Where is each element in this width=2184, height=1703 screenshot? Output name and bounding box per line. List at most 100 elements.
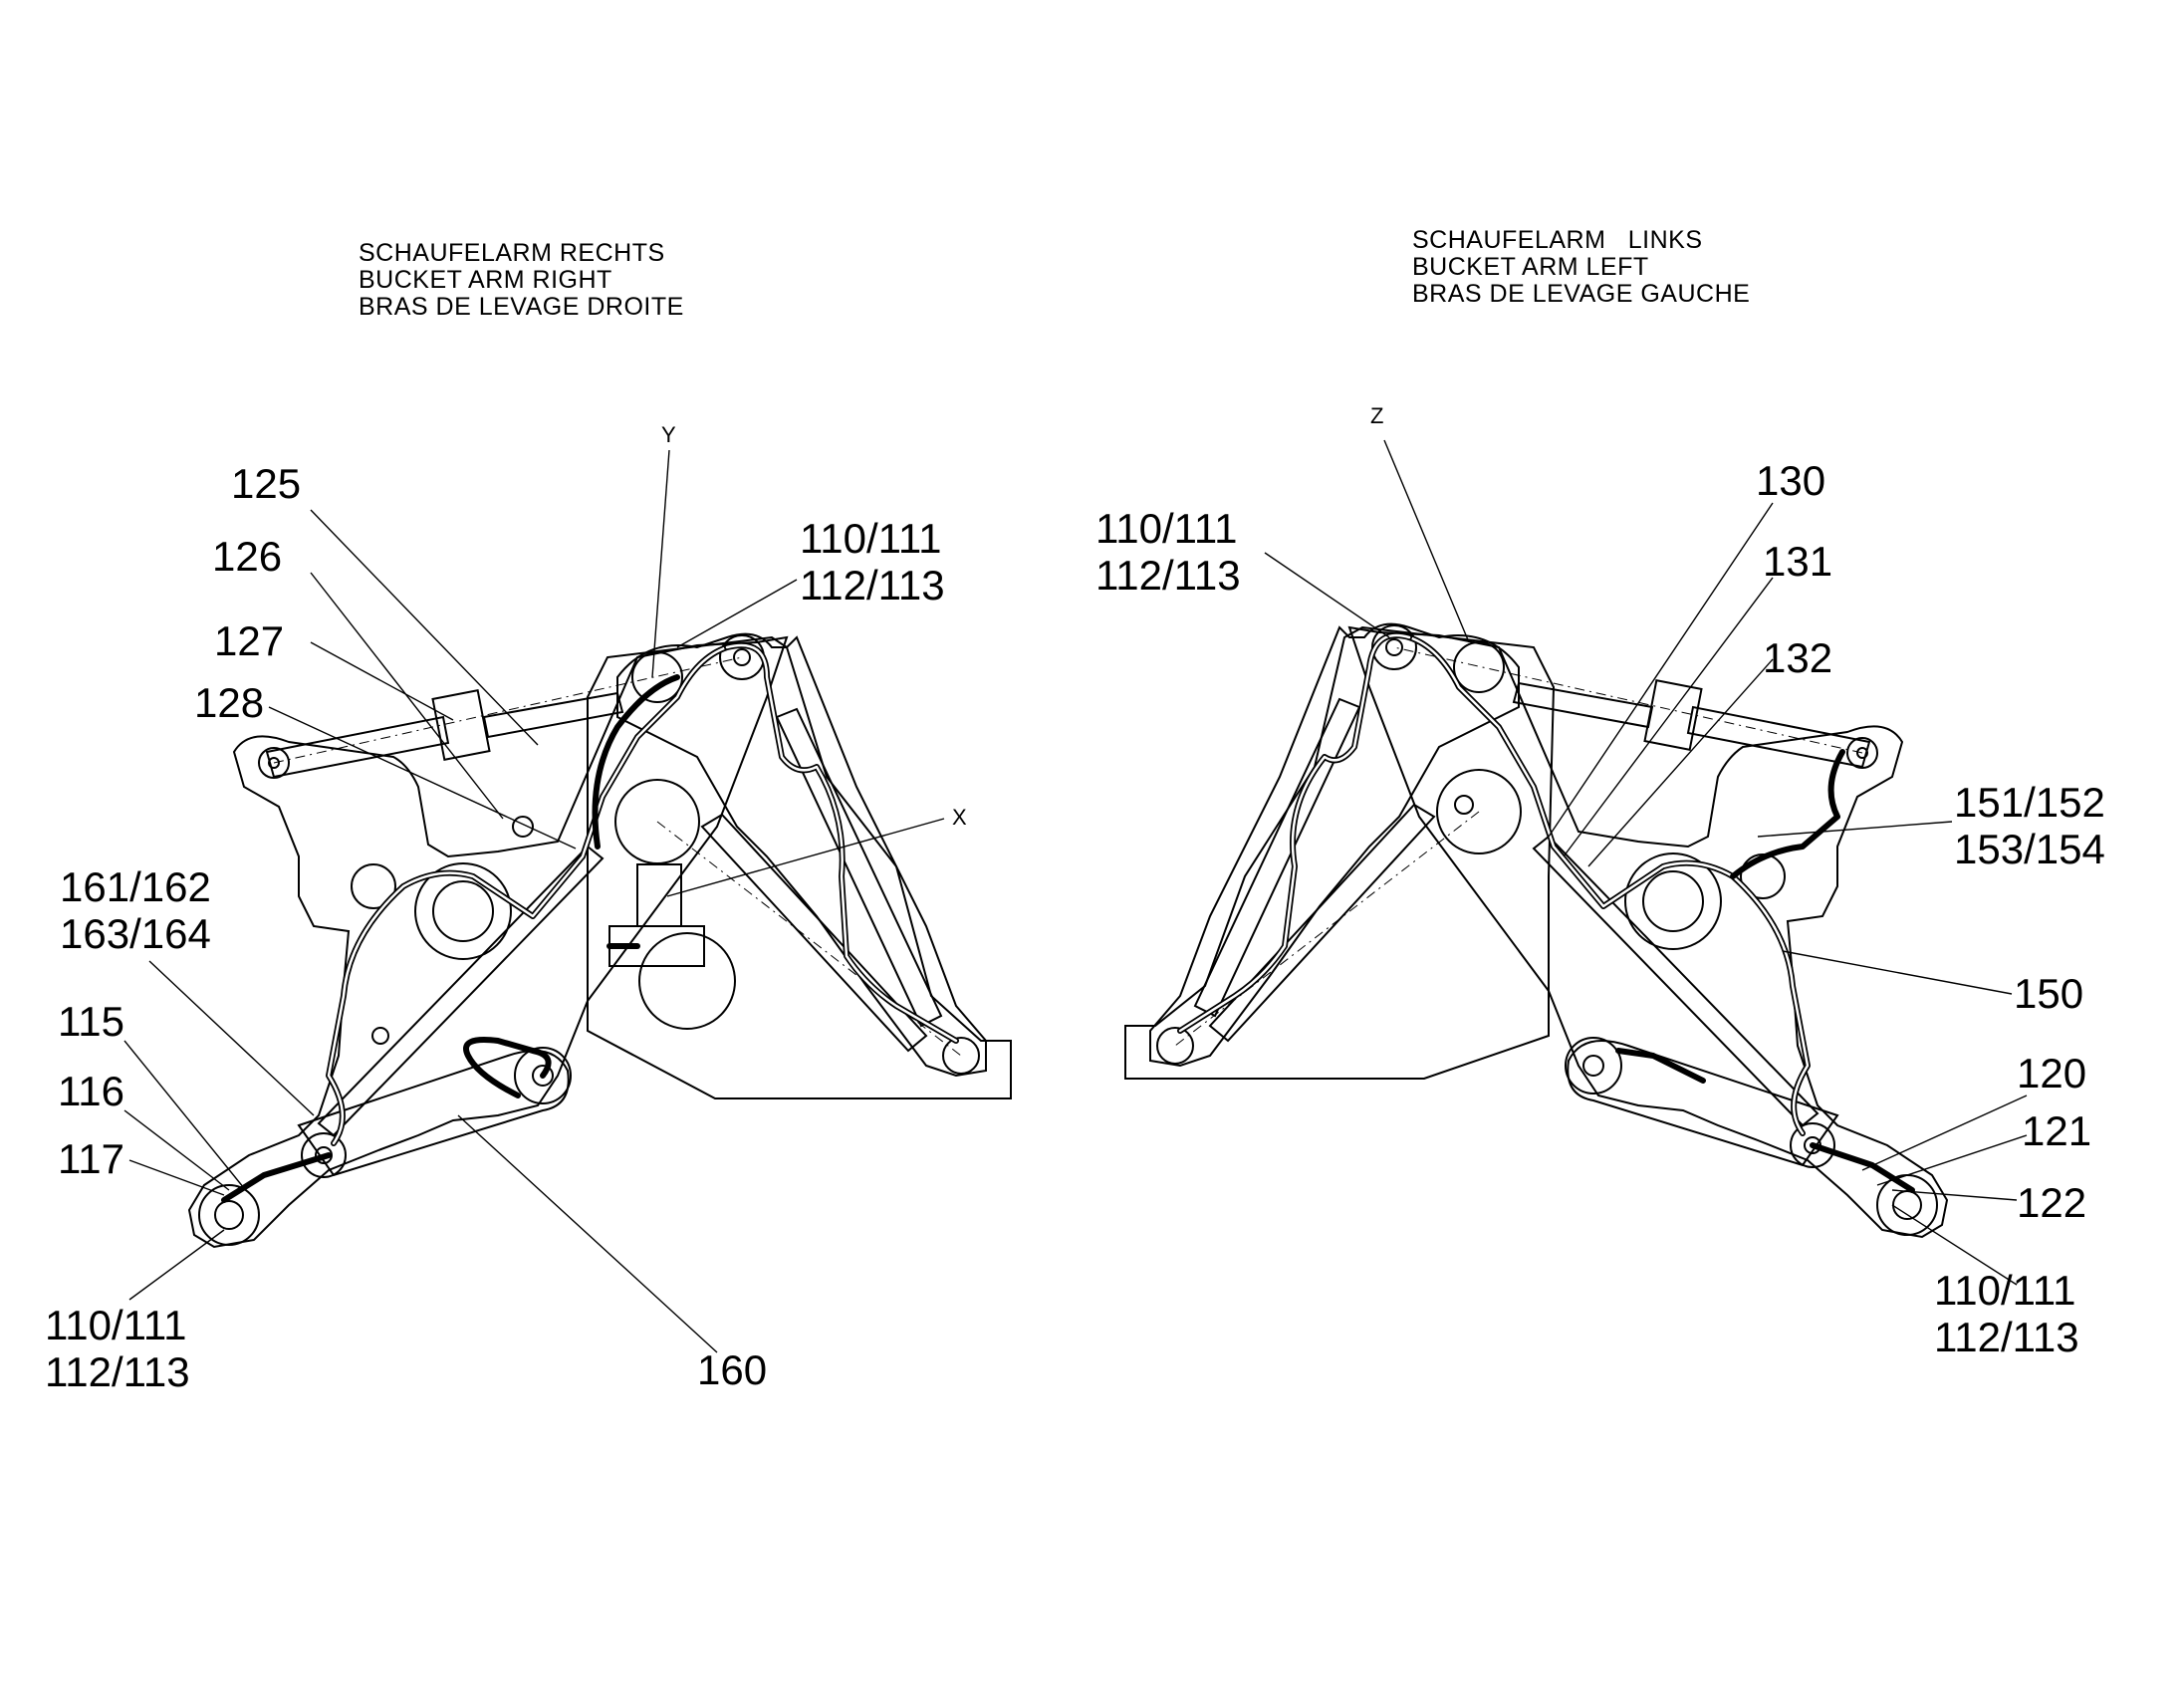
leader-122 — [1891, 1189, 2018, 1201]
title-left-arm-de: SCHAUFELARM LINKS — [1412, 226, 1703, 254]
leader-126 — [310, 572, 504, 820]
center-bushing-left — [1436, 769, 1522, 854]
bucket-pin — [942, 1037, 980, 1075]
hose-route-left-a-inner — [1407, 635, 1810, 1135]
callout-151-b: 153/154 — [1954, 826, 2105, 872]
cylinder-rod-left — [1512, 681, 1654, 729]
lower-bushing-left — [1790, 1122, 1835, 1168]
hub-circle — [638, 932, 736, 1030]
boom-cylinder — [265, 715, 450, 779]
hose-route-left-b-inner — [1178, 633, 1411, 1033]
centerline-left-a — [1393, 646, 1863, 754]
centerline-a — [273, 656, 743, 764]
callout-110-tl-a: 110/111 — [1095, 505, 1237, 552]
hose-route-a-inner — [327, 645, 729, 1145]
arm-end-bushing-outer — [198, 1184, 260, 1246]
leader-160 — [457, 1114, 718, 1353]
hose-route-left-c — [1730, 749, 1845, 879]
frame-outline-left — [1124, 625, 1556, 1080]
title-left-arm-en: BUCKET ARM LEFT — [1412, 253, 1649, 281]
leader-150 — [1782, 950, 2013, 995]
bushing-rear — [258, 747, 290, 779]
leader-110-bl — [128, 1229, 225, 1301]
upper-bushing-b-center — [733, 648, 751, 666]
callout-126: 126 — [212, 533, 282, 580]
leader-128 — [268, 706, 577, 850]
hose-route-d — [592, 674, 680, 850]
view-z-label: Z — [1370, 403, 1383, 428]
cylinder-collar-left — [1643, 679, 1703, 751]
callout-120: 120 — [2017, 1050, 2086, 1096]
title-right-arm-en: BUCKET ARM RIGHT — [359, 266, 612, 294]
bushing-rear-left-center — [1856, 747, 1868, 759]
callout-122: 122 — [2017, 1179, 2086, 1226]
leader-132 — [1587, 658, 1774, 867]
pin-hole-a — [512, 816, 534, 838]
leader-y — [651, 449, 670, 678]
bushing-pivot — [351, 863, 396, 909]
link-bushing-mid — [514, 1047, 572, 1104]
callout-125: 125 — [231, 460, 301, 507]
valve-block — [636, 863, 682, 927]
large-bushing-left-outer — [1624, 852, 1722, 950]
right-bucket-arm-drawing — [187, 632, 1012, 1249]
title-right-arm: SCHAUFELARM RECHTS BUCKET ARM RIGHT BRAS… — [359, 239, 684, 321]
upper-bushing-left-a — [1453, 641, 1505, 693]
title-right-arm-de: SCHAUFELARM RECHTS — [359, 239, 665, 267]
cylinder-rod — [482, 691, 624, 739]
hose-route-left-a — [1406, 634, 1811, 1136]
leader-110-tl — [1264, 552, 1390, 638]
hose-route-a — [326, 644, 730, 1146]
callout-117: 117 — [58, 1135, 124, 1182]
title-left-arm: SCHAUFELARM LINKS BUCKET ARM LEFT BRAS D… — [1412, 226, 1750, 308]
callout-132: 132 — [1763, 634, 1832, 681]
callout-128: 128 — [194, 679, 264, 726]
lower-link-arm-left — [1567, 1040, 1839, 1167]
large-bushing-outer — [414, 862, 512, 960]
left-bucket-arm-drawing — [1124, 622, 1949, 1239]
upper-bushing-a — [631, 651, 683, 703]
arm-end-bushing-inner — [214, 1200, 244, 1230]
lift-arm-plate — [187, 635, 789, 1249]
title-right-arm-fr: BRAS DE LEVAGE DROITE — [359, 293, 684, 321]
view-x-label: X — [952, 805, 967, 830]
leader-120 — [1861, 1095, 2028, 1171]
diagonal-member-left — [1532, 835, 1820, 1127]
callout-150: 150 — [2014, 970, 2083, 1017]
hose-route-b — [463, 1037, 552, 1098]
centerline-b — [656, 821, 962, 1057]
callouts-left-arm: 110/111 112/113 130 131 132 151/152 153/… — [1095, 457, 2105, 1360]
hose-route-left-e — [1615, 1048, 1706, 1084]
bucket-pin-left — [1156, 1027, 1194, 1065]
leader-161 — [148, 960, 315, 1116]
leader-117 — [128, 1159, 225, 1196]
callout-121: 121 — [2022, 1107, 2091, 1154]
callout-110-bl-a: 110/111 — [45, 1302, 186, 1348]
callout-110-bl-b: 112/113 — [45, 1348, 190, 1395]
hose-route-left-b — [1177, 632, 1412, 1034]
title-left-arm-fr: BRAS DE LEVAGE GAUCHE — [1412, 280, 1750, 308]
hose-route-e — [221, 1152, 332, 1203]
callout-116: 116 — [58, 1068, 124, 1114]
callout-151-a: 151/152 — [1954, 779, 2105, 826]
frame-outline — [587, 635, 1012, 1099]
callout-161-a: 161/162 — [60, 863, 211, 910]
callouts-right-arm: 125 126 127 128 110/111 112/113 161/162 … — [45, 460, 945, 1395]
cylinder-collar — [431, 689, 491, 761]
tilt-cylinder — [775, 707, 943, 1028]
pin-hole-left — [1454, 795, 1474, 815]
leader-121 — [1876, 1134, 2028, 1186]
callout-110-tr-a: 110/111 — [800, 515, 941, 562]
callout-110-br-a: 110/111 — [1934, 1267, 2075, 1314]
lower-link-arm — [297, 1050, 570, 1177]
large-bushing-inner — [432, 880, 494, 942]
leader-130 — [1548, 502, 1774, 838]
callout-110-br-b: 112/113 — [1934, 1314, 2079, 1360]
diagonal-member — [317, 845, 605, 1137]
leader-131 — [1563, 577, 1774, 857]
callout-131: 131 — [1763, 538, 1832, 585]
link-bushing-left-center — [1582, 1055, 1604, 1077]
bushing-rear-left — [1846, 737, 1878, 769]
callout-127: 127 — [214, 617, 284, 664]
